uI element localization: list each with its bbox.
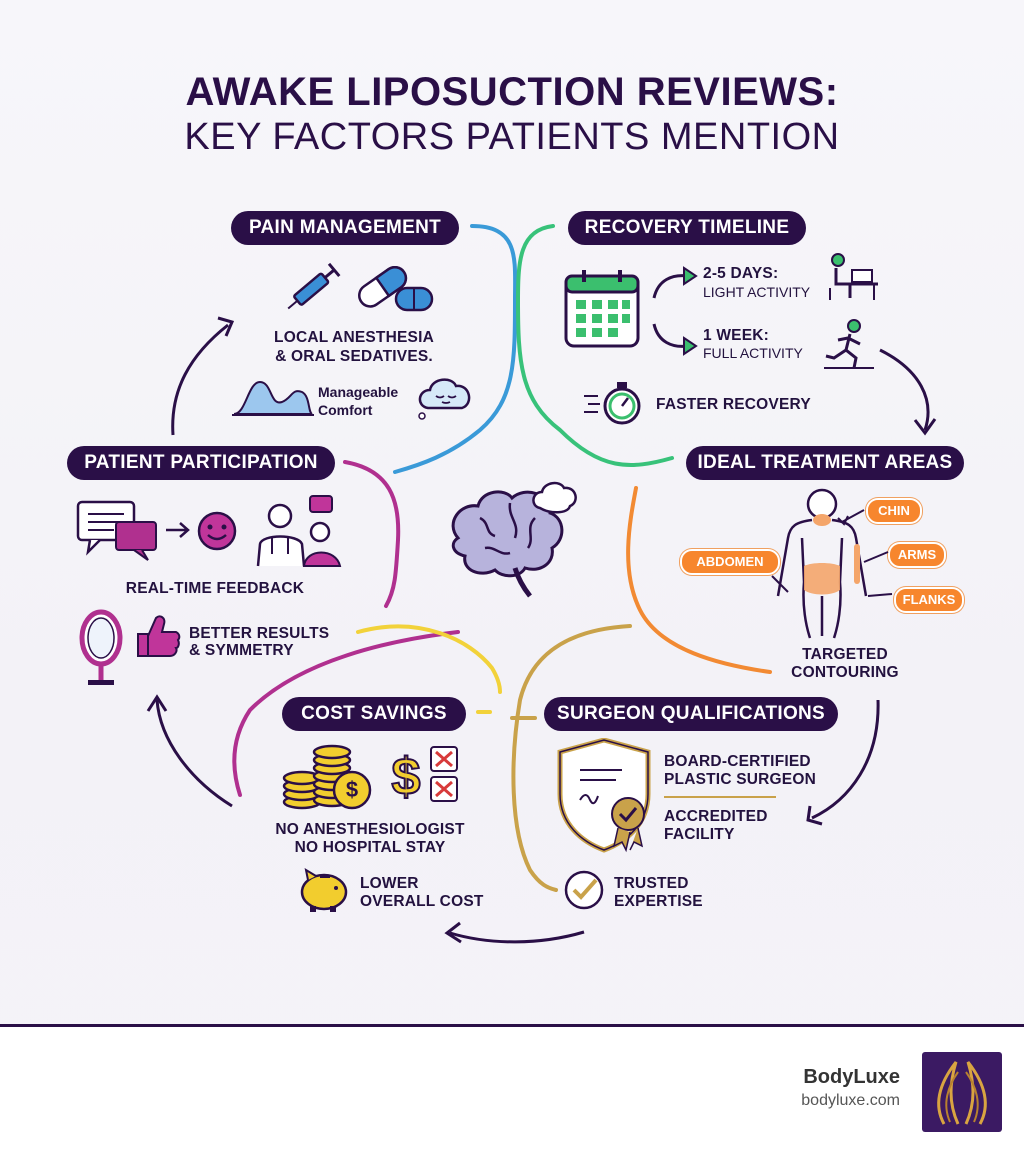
better-results-line-1: BETTER RESULTS — [189, 625, 330, 642]
arrow-right-icon — [166, 522, 190, 538]
runner-icon — [824, 319, 874, 369]
targeted-line-1: TARGETED — [802, 646, 888, 663]
better-results-line-2: & SYMMETRY — [189, 642, 294, 659]
brand-url: bodyluxe.com — [801, 1092, 900, 1109]
smiley-icon — [197, 511, 237, 551]
stopwatch-icon — [584, 382, 641, 425]
comfort-line-1: Manageable — [318, 384, 399, 400]
cost-savings-header: COST SAVINGS — [282, 697, 466, 731]
calendar-icon — [564, 270, 640, 348]
accredited-line-1: ACCREDITED — [664, 808, 768, 825]
real-time-feedback-label: REAL-TIME FEEDBACK — [125, 580, 305, 597]
recovery-step2-title: 1 WEEK: — [703, 327, 769, 344]
abdomen-tag: ABDOMEN — [680, 549, 780, 575]
bodyluxe-logo-icon — [922, 1052, 1002, 1132]
checkmark-badge-icon — [564, 870, 604, 910]
trusted-line-1: TRUSTED — [614, 875, 689, 892]
brain-icon — [451, 490, 564, 598]
lower-cost-line-2: OVERALL COST — [360, 893, 484, 910]
faster-recovery-label: FASTER RECOVERY — [656, 396, 811, 413]
ideal-treatment-areas-header: IDEAL TREATMENT AREAS — [686, 446, 964, 480]
patient-participation-header: PATIENT PARTICIPATION — [67, 446, 335, 480]
doctor-patient-icon — [256, 495, 342, 567]
recovery-step1-title: 2-5 DAYS: — [703, 265, 779, 282]
pain-line-1: LOCAL ANESTHESIA — [274, 329, 434, 346]
pain-management-header: PAIN MANAGEMENT — [231, 211, 459, 245]
accredited-line-2: FACILITY — [664, 826, 735, 843]
lower-cost-line-1: LOWER — [360, 875, 419, 892]
divider — [664, 796, 776, 798]
footer — [0, 1024, 1024, 1157]
targeted-line-2: CONTOURING — [791, 664, 899, 681]
dollar-sign-icon: $ — [391, 747, 422, 804]
calm-cloud-icon — [418, 378, 471, 420]
thumbs-up-icon — [137, 615, 181, 657]
brand-name: BodyLuxe — [803, 1066, 900, 1088]
syringe-icon — [287, 262, 341, 310]
recovery-step1-sub: LIGHT ACTIVITY — [703, 284, 811, 300]
chat-bubbles-icon — [76, 500, 157, 561]
surgeon-qualifications-header: SURGEON QUALIFICATIONS — [544, 697, 838, 731]
wave-chart-icon — [232, 380, 314, 416]
flanks-tag: FLANKS — [894, 587, 964, 613]
recovery-timeline-header: RECOVERY TIMELINE — [568, 211, 806, 245]
cost-line-1: NO ANESTHESIOLOGIST — [275, 821, 465, 838]
board-certified-line-1: BOARD-CERTIFIED — [664, 753, 811, 770]
no-cross-icons — [430, 746, 458, 802]
desk-worker-icon — [829, 253, 878, 300]
svg-text:$: $ — [392, 748, 421, 804]
board-certified-line-2: PLASTIC SURGEON — [664, 771, 816, 788]
recovery-step2-sub: FULL ACTIVITY — [703, 345, 803, 361]
pain-line-2: & ORAL SEDATIVES. — [275, 348, 433, 365]
comfort-line-2: Comfort — [318, 402, 373, 418]
pill-capsule-icon — [358, 265, 434, 312]
chin-tag: CHIN — [866, 498, 922, 524]
certified-shield-icon — [557, 738, 651, 853]
body-figure-icon — [776, 488, 868, 639]
hand-mirror-icon — [79, 609, 123, 685]
svg-text:$: $ — [346, 777, 358, 802]
arrow-up-right-icon — [652, 266, 698, 299]
page-subtitle: KEY FACTORS PATIENTS MENTION — [184, 116, 840, 158]
piggy-bank-icon — [300, 868, 348, 912]
trusted-line-2: EXPERTISE — [614, 893, 703, 910]
area-pointer-arrows — [771, 509, 893, 597]
thought-bubble-icon — [532, 481, 577, 514]
arrow-down-right-icon — [652, 323, 698, 356]
arms-tag: ARMS — [888, 542, 946, 568]
page-title: AWAKE LIPOSUCTION REVIEWS: — [185, 70, 839, 114]
coins-dollar-icon: $ — [282, 744, 372, 810]
connector-lines — [146, 224, 937, 944]
cost-line-2: NO HOSPITAL STAY — [294, 839, 446, 856]
